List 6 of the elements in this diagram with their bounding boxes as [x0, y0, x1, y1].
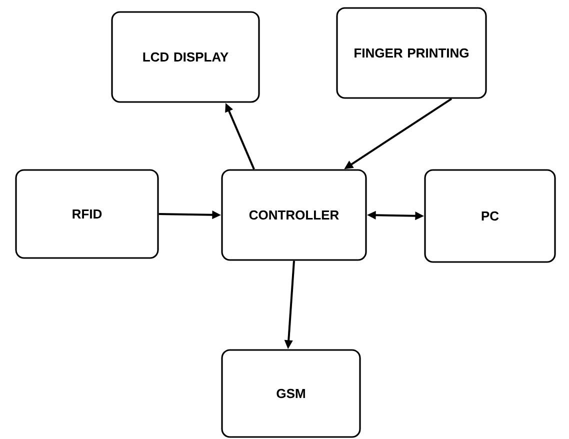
process-box: GSM: [221, 349, 361, 438]
process-box: LCD DISPLAY: [111, 11, 260, 103]
process-box: CONTROLLER: [221, 169, 367, 261]
process-box: RFID: [15, 169, 159, 259]
process-box: FINGER PRINTING: [336, 7, 487, 99]
process-box: PC: [424, 169, 556, 263]
